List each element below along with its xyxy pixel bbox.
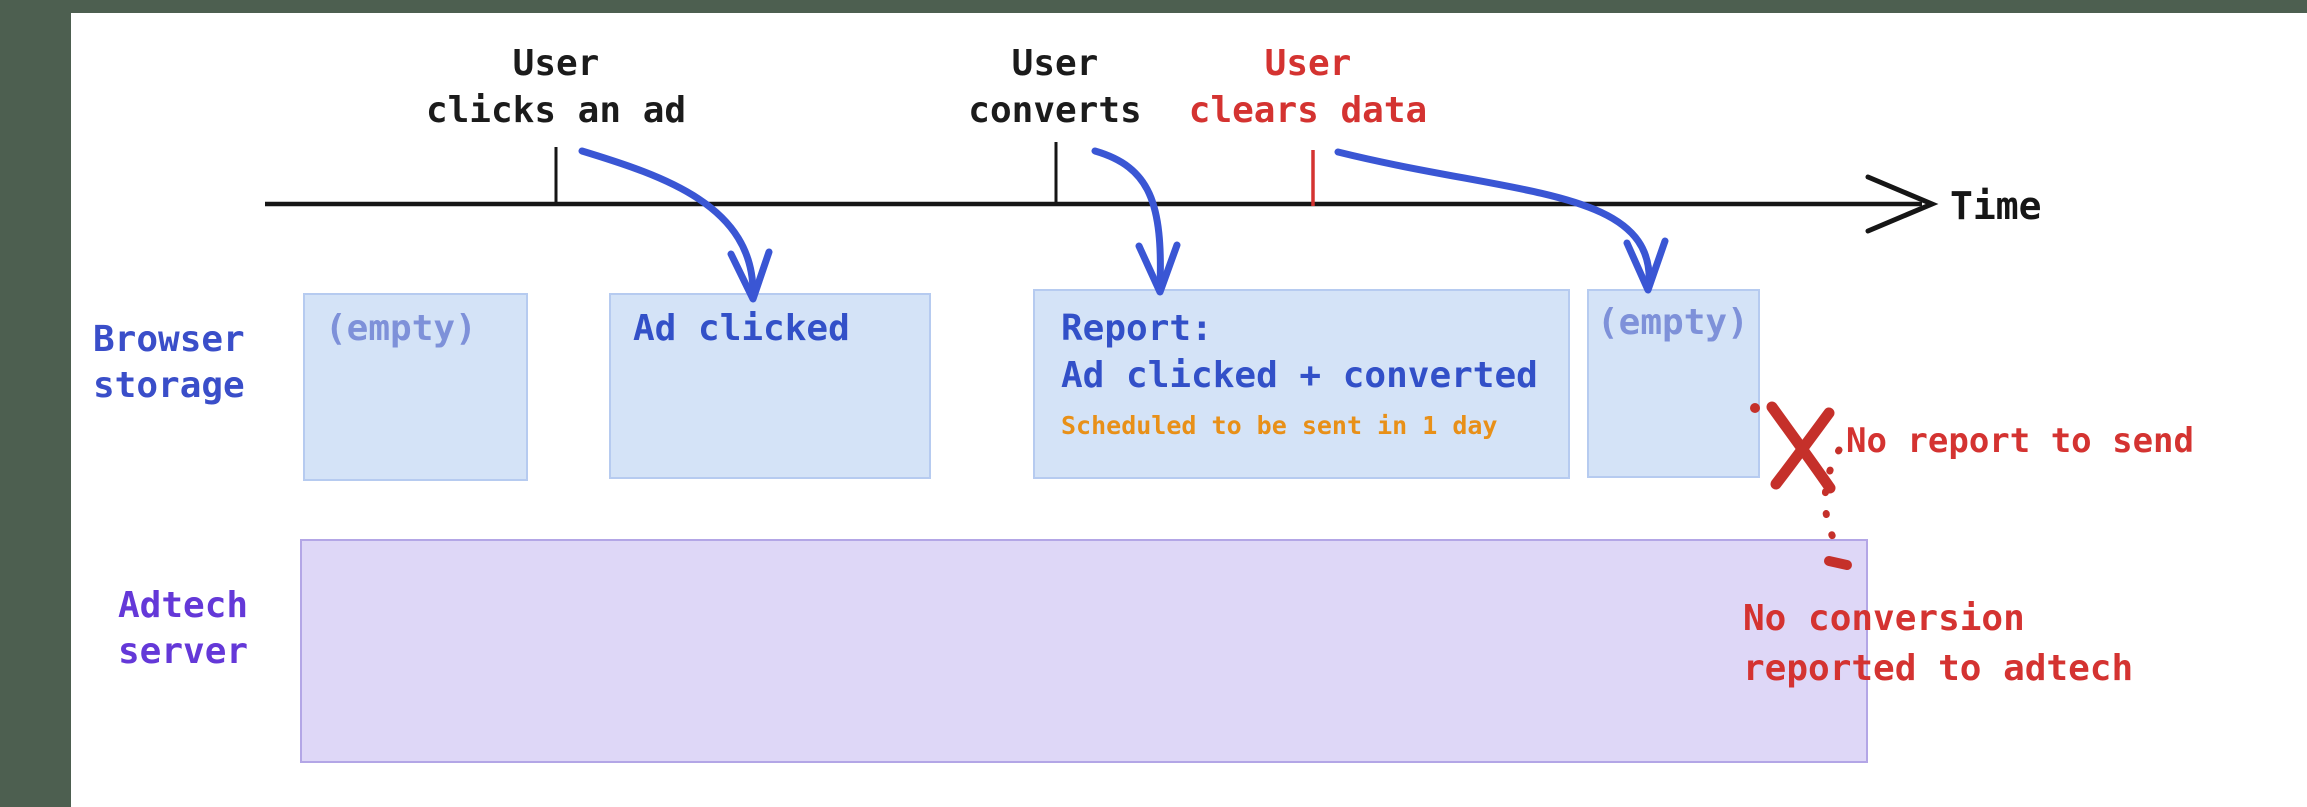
report-body: Ad clicked + converted	[1061, 355, 1538, 396]
event-label-user-clicks-ad: User clicks an ad	[316, 40, 796, 134]
arrow-clear-to-empty	[1334, 148, 1653, 290]
red-x-stroke-1-icon	[1766, 401, 1836, 494]
no-conversion-annotation: No conversion reported to adtech	[1743, 594, 2133, 694]
arrow-click-head-icon	[727, 248, 773, 303]
adtech-server-box	[300, 539, 1868, 763]
event-line: clicks an ad	[425, 90, 687, 131]
storage-box-empty-1: (empty)	[303, 293, 528, 481]
event-line: User	[512, 43, 600, 84]
no-conversion-line: No conversion	[1743, 598, 2025, 639]
no-conversion-line: reported to adtech	[1743, 648, 2134, 689]
storage-box-text: (empty)	[1597, 302, 1749, 343]
storage-box-text: Ad clicked	[633, 308, 850, 349]
report-title: Report:	[1061, 308, 1213, 349]
storage-box-empty-2: (empty)	[1587, 289, 1760, 478]
no-report-annotation: No report to send	[1846, 421, 2194, 461]
storage-box-text: (empty)	[325, 308, 477, 349]
event-label-user-converts: User converts	[815, 40, 1295, 134]
dotted-no-send-trail-icon	[1821, 446, 1844, 556]
browser-storage-row-label: Browser storage	[93, 317, 245, 409]
adtech-server-row-label: Adtech server	[118, 583, 248, 675]
arrow-clear-head-icon	[1623, 237, 1669, 294]
timeline-arrowhead-icon	[1865, 174, 1939, 234]
timeline-axis	[265, 174, 1939, 234]
row-label-line: Browser	[93, 319, 245, 360]
event-line: clears data	[1188, 90, 1428, 131]
row-label-line: Adtech	[118, 585, 249, 626]
event-line: User	[1264, 43, 1352, 84]
arrow-convert-head-icon	[1135, 241, 1181, 296]
event-label-user-clears-data: User clears data	[1068, 40, 1548, 134]
time-axis-label: Time	[1950, 184, 2042, 228]
arrow-click-to-storage	[578, 147, 757, 298]
arrow-convert-to-report	[1091, 147, 1164, 292]
screenshot-left-bar	[0, 0, 71, 807]
red-x-stroke-2-icon	[1770, 407, 1835, 490]
storage-box-ad-clicked: Ad clicked	[609, 293, 931, 479]
event-line: User	[1011, 43, 1099, 84]
screenshot-top-bar	[0, 0, 2307, 13]
row-label-line: server	[118, 631, 249, 672]
event-line: converts	[968, 90, 1142, 131]
storage-box-report: Report: Ad clicked + converted Scheduled…	[1033, 289, 1570, 479]
row-label-line: storage	[93, 365, 245, 406]
report-schedule-note: Scheduled to be sent in 1 day	[1061, 411, 1498, 440]
